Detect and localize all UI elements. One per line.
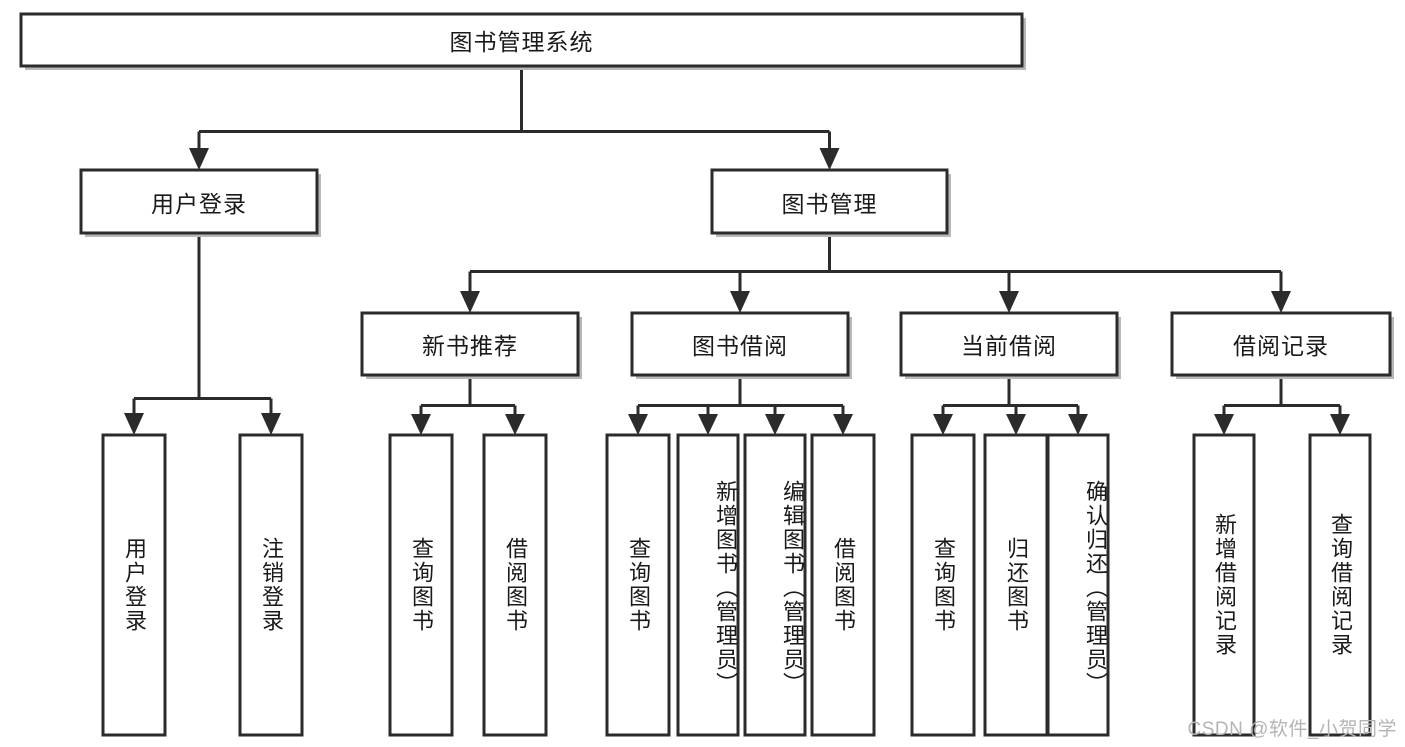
node-leaf-edit-book-admin-box[interactable] <box>743 433 807 737</box>
arrowhead-leaf-query-book-current <box>933 414 953 435</box>
node-borrow-record-box[interactable] <box>1170 311 1392 377</box>
arrowhead-leaf-borrow-book <box>833 414 853 435</box>
node-root-box[interactable] <box>19 12 1024 68</box>
node-leaf-borrow-book-rec-box[interactable] <box>482 433 548 737</box>
node-leaf-add-book-admin-box[interactable] <box>676 433 740 737</box>
arrowhead-leaf-add-borrow-record <box>1214 414 1234 435</box>
arrowhead-leaf-edit-book-admin <box>765 414 785 435</box>
edge-borrowrecord-to-leaves-bus <box>1222 375 1342 419</box>
edge-bookmanage-to-level3-bus <box>468 233 1283 292</box>
arrowhead-book-manage <box>819 148 840 170</box>
edge-userlogin-to-leaves-bus <box>132 233 273 416</box>
arrowhead-current-borrow <box>999 291 1019 313</box>
arrowhead-leaf-add-book-admin <box>698 414 718 435</box>
arrowhead-leaf-user-logout <box>261 413 281 435</box>
node-leaf-confirm-return-admin-box[interactable] <box>1046 433 1110 737</box>
node-leaf-user-login-box[interactable] <box>101 433 167 737</box>
arrowhead-leaf-user-login <box>124 413 144 435</box>
node-book-manage-box[interactable] <box>710 168 949 235</box>
arrowhead-user-login <box>189 148 209 170</box>
node-leaf-query-borrow-record-box[interactable] <box>1308 433 1372 737</box>
node-leaf-user-logout-box[interactable] <box>238 433 304 737</box>
edge-bookborrow-to-leaves-bus <box>636 375 845 419</box>
arrowhead-new-book-recommend <box>460 291 480 313</box>
node-user-login-box[interactable] <box>79 168 319 235</box>
arrowhead-leaf-query-borrow-record <box>1330 414 1350 435</box>
arrowhead-leaf-query-book-rec <box>411 414 431 435</box>
edge-currentborrow-to-leaves-bus <box>941 375 1080 419</box>
edge-newbook-to-leaves-bus <box>419 375 517 419</box>
node-leaf-borrow-book-box[interactable] <box>810 433 876 737</box>
node-leaf-query-book-borrow-box[interactable] <box>605 433 671 737</box>
node-current-borrow-box[interactable] <box>899 311 1119 377</box>
node-book-borrow-box[interactable] <box>630 311 850 377</box>
csdn-watermark: CSDN @软件_小贺同学 <box>1187 719 1397 740</box>
connector-layer <box>124 66 1350 435</box>
node-leaf-query-book-current-box[interactable] <box>910 433 976 737</box>
node-leaf-return-book-box[interactable] <box>983 433 1049 737</box>
arrowhead-leaf-query-book-borrow <box>628 414 648 435</box>
arrowhead-leaf-confirm-return-admin <box>1068 414 1088 435</box>
arrowhead-leaf-return-book <box>1006 414 1026 435</box>
arrowhead-leaf-borrow-book-rec <box>505 414 525 435</box>
node-new-book-recommend-box[interactable] <box>360 311 580 377</box>
arrowhead-book-borrow <box>730 291 750 313</box>
node-leaf-add-borrow-record-box[interactable] <box>1192 433 1256 737</box>
arrowhead-borrow-record <box>1271 291 1291 313</box>
node-layer <box>19 12 1394 737</box>
node-leaf-query-book-rec-box[interactable] <box>388 433 454 737</box>
edge-root-to-level2-bus <box>197 66 831 152</box>
